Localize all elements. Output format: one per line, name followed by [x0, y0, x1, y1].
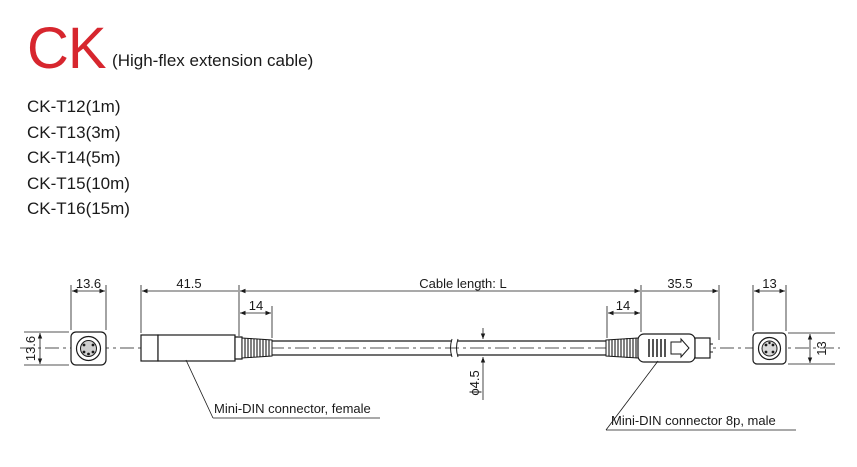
male-callout: Mini-DIN connector 8p, male	[605, 360, 796, 431]
female-strain-relief-boot	[241, 337, 273, 359]
dimension-label: 13.6	[23, 336, 38, 361]
callout-label: Mini-DIN connector, female	[214, 401, 371, 416]
male-connector	[637, 333, 713, 363]
cable	[272, 338, 606, 358]
male-connector-length-dimension: 35.5	[642, 276, 720, 340]
female-end-width-dimension: 13.6	[70, 276, 107, 330]
female-connector-length-dimension: 41.5	[140, 276, 238, 333]
insertion-arrow-icon	[670, 337, 690, 359]
dimension-label: ϕ4.5	[467, 370, 482, 395]
dimension-label: 14	[249, 298, 263, 313]
model-list: CK-T12(1m) CK-T13(3m) CK-T14(5m) CK-T15(…	[27, 94, 130, 222]
cable-diameter-dimension: ϕ4.5	[467, 328, 486, 400]
female-end-height-dimension: 13.6	[23, 331, 69, 366]
model-item: CK-T13(3m)	[27, 122, 121, 142]
male-end-width-dimension: 13	[752, 276, 787, 331]
dimension-label: 41.5	[176, 276, 201, 291]
cable-length-dimension: Cable length: L	[238, 276, 642, 336]
female-boot-length-dimension: 14	[240, 298, 273, 338]
model-item: CK-T15(10m)	[27, 173, 130, 193]
dimension-label: 14	[616, 298, 630, 313]
dimension-label: 13	[762, 276, 776, 291]
male-end-height-dimension: 13	[788, 332, 835, 365]
female-connector	[140, 334, 243, 362]
dimension-label: Cable length: L	[419, 276, 506, 291]
product-subtitle: (High-flex extension cable)	[112, 51, 314, 70]
callout-label: Mini-DIN connector 8p, male	[611, 413, 776, 428]
model-item: CK-T16(15m)	[27, 199, 130, 218]
model-item: CK-T14(5m)	[27, 148, 121, 167]
dimension-label: 13	[814, 341, 829, 355]
dimension-label: 13.6	[76, 276, 101, 291]
product-code: CK	[27, 16, 107, 81]
title-row: CK (High-flex extension cable)	[27, 14, 313, 84]
female-callout: Mini-DIN connector, female	[185, 359, 380, 419]
male-strain-relief-boot	[605, 337, 639, 359]
dimension-label: 35.5	[667, 276, 692, 291]
male-boot-length-dimension: 14	[606, 298, 640, 338]
female-end-view	[70, 331, 107, 366]
model-item: CK-T12(1m)	[27, 97, 121, 116]
male-end-view	[752, 332, 787, 365]
